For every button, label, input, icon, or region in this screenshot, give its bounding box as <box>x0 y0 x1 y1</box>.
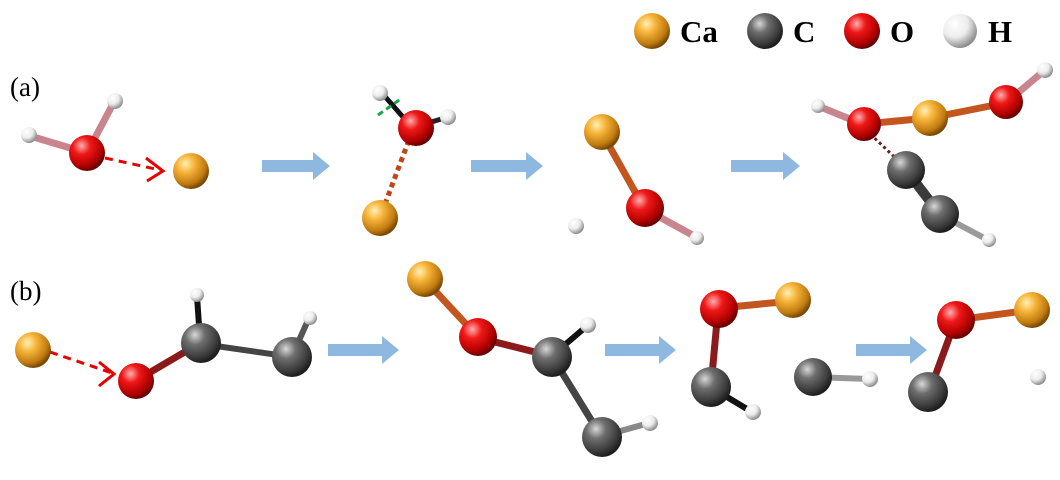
c-atom <box>272 337 312 377</box>
legend-label-o: O <box>890 14 914 49</box>
legend-label-c: C <box>793 14 815 49</box>
panel-a-stage-3 <box>568 114 704 245</box>
h-atom <box>862 371 878 387</box>
attack-dashed-arrow <box>49 350 113 375</box>
process-arrow-a2 <box>471 152 543 180</box>
o-atom <box>459 318 497 356</box>
h-atom <box>21 127 37 143</box>
h-atom <box>107 93 123 109</box>
panel-b-stage-3 <box>691 282 878 420</box>
o-atom <box>118 363 154 399</box>
process-arrow-b1 <box>328 336 399 364</box>
ca-atom <box>775 282 811 318</box>
o-atom <box>937 301 975 339</box>
legend-label-ca: Ca <box>680 14 718 49</box>
c-atom <box>794 358 832 396</box>
c-atom <box>582 417 622 457</box>
o-atom <box>398 110 434 146</box>
h-atom <box>440 109 456 125</box>
h-atom <box>690 231 704 245</box>
ca-atom <box>173 153 209 189</box>
process-arrow-b2 <box>605 336 676 364</box>
o-atom <box>69 135 105 171</box>
attack-dashed-arrow <box>104 156 161 172</box>
panel-a-stage-1 <box>21 93 209 189</box>
legend-label-h: H <box>988 14 1012 49</box>
bond-breaking-mark <box>377 96 403 117</box>
panel-b-stage-2 <box>407 261 658 457</box>
panel-label-b: (b) <box>10 276 41 306</box>
process-arrow-b3 <box>856 336 927 364</box>
h-atom <box>745 404 761 420</box>
h-atom <box>1037 62 1053 78</box>
panel-label-a: (a) <box>10 72 40 102</box>
ca-atom <box>407 261 443 297</box>
process-arrow-a1 <box>262 152 330 180</box>
ca-atom <box>362 200 398 236</box>
ca-atom <box>912 100 948 136</box>
c-atom <box>887 151 925 189</box>
h-atom <box>1030 369 1046 385</box>
legend-h-atom <box>943 14 977 48</box>
h-atom <box>190 288 204 302</box>
legend-o-atom <box>844 13 880 49</box>
h-atom <box>642 415 658 431</box>
coordination-dashed-bond <box>379 131 415 213</box>
panel-a-stage-4 <box>811 62 1053 247</box>
o-atom <box>626 189 664 227</box>
panel-a-stage-2 <box>362 85 456 236</box>
o-atom <box>847 107 881 141</box>
panel-b-stage-1 <box>15 288 317 399</box>
o-atom <box>989 85 1023 119</box>
h-atom <box>580 317 596 333</box>
legend-ca-atom <box>634 13 670 49</box>
h-atom <box>568 218 584 234</box>
ca-atom <box>1014 292 1050 328</box>
c-atom <box>181 323 221 363</box>
panel-b-stage-4 <box>908 292 1050 412</box>
h-atom <box>372 85 388 101</box>
process-arrows <box>262 152 927 364</box>
ca-atom <box>584 114 620 150</box>
c-atom <box>532 337 572 377</box>
legend: Ca C O H <box>634 13 1012 49</box>
attack-arrow-head <box>98 360 117 388</box>
ca-atom <box>15 332 51 368</box>
c-atom <box>921 195 959 233</box>
attack-arrow-head <box>145 156 166 183</box>
process-arrow-a3 <box>731 152 800 180</box>
h-atom <box>303 311 317 325</box>
legend-c-atom <box>747 13 783 49</box>
c-atom <box>691 367 731 407</box>
h-atom <box>982 233 996 247</box>
c-atom <box>908 372 948 412</box>
h-atom <box>811 99 825 113</box>
o-atom <box>700 290 738 328</box>
